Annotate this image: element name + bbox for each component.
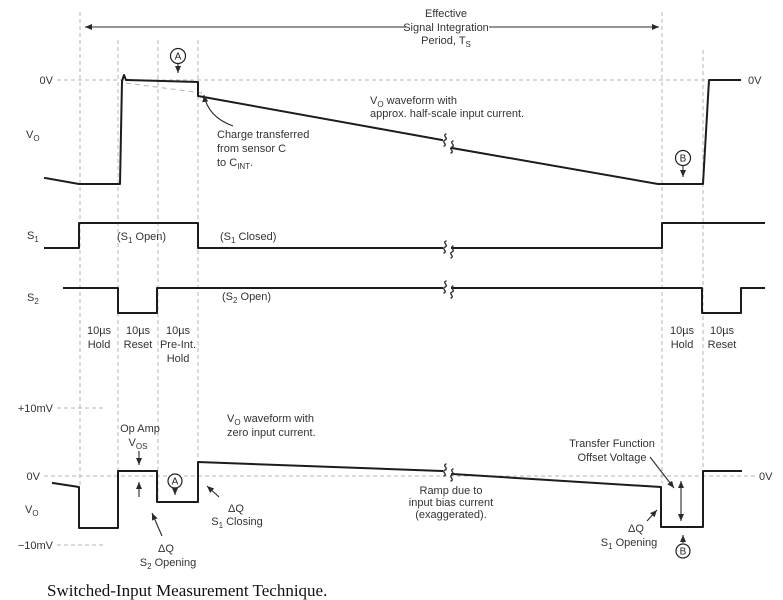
timing-reset2-line2: Reset — [708, 339, 737, 351]
break-vo-bottom-2 — [450, 468, 454, 482]
header-signal-integration: Signal Integration — [403, 22, 489, 34]
refline-zero-input-diagonal — [125, 82, 203, 94]
label-s2-open: (S2 Open) — [222, 291, 271, 305]
label-minus10mv: −10mV — [18, 540, 54, 552]
label-0v-top-right: 0V — [748, 75, 762, 87]
timing-reset1-line2: Reset — [124, 339, 153, 351]
charge-transfer-arrow — [202, 94, 234, 127]
s1-waveform — [44, 222, 765, 249]
annotation-arrows — [136, 94, 684, 537]
annotation-transfer-offset-line1: Transfer Function — [569, 438, 655, 450]
point-a-bottom-label: A — [172, 477, 179, 488]
dq-s2-opening-arrow — [151, 512, 163, 537]
annotation-opamp-line2: VOS — [129, 437, 148, 451]
vo-top-waveform — [43, 74, 741, 185]
header-period-ts: Period, TS — [421, 35, 471, 49]
break-vo-bottom — [443, 463, 447, 477]
point-b-top-circle — [674, 149, 692, 167]
label-s2: S2 — [27, 292, 39, 306]
gridlines — [44, 12, 755, 546]
annotation-half-scale-line1: VO waveform with — [370, 95, 457, 109]
break-s1 — [443, 240, 447, 254]
dq-s1-closing-arrow — [206, 485, 220, 498]
label-vo-bottom: VO — [25, 504, 39, 518]
label-0v-bottom-left: 0V — [27, 471, 41, 483]
point-b-top-label: B — [680, 154, 687, 165]
timing-hold1-line2: Hold — [88, 339, 111, 351]
annotation-transfer-offset-line2: Offset Voltage — [578, 452, 647, 464]
timing-hold2-line2: Hold — [671, 339, 694, 351]
timing-hold2-line1: 10µs — [670, 325, 695, 337]
timing-reset2-line1: 10µs — [710, 325, 735, 337]
annotation-dq-s1-opening-line2: S1 Opening — [601, 537, 657, 551]
annotation-dq-s2-opening-line1: ΔQ — [158, 543, 174, 555]
labels: Effective Signal Integration Period, TS … — [18, 8, 773, 600]
transfer-offset-arrow — [649, 456, 675, 489]
annotation-ramp-line2: input bias current — [409, 497, 493, 509]
label-vo-top: VO — [26, 129, 40, 143]
point-a-top-circle — [169, 47, 187, 65]
point-b-bottom-circle — [675, 543, 691, 559]
axis-breaks — [443, 133, 454, 482]
annotation-charge-line2: from sensor C — [217, 143, 286, 155]
break-vo-top — [443, 133, 447, 147]
waveforms — [43, 74, 765, 529]
label-s1: S1 — [27, 230, 39, 244]
annotation-dq-s2-opening-line2: S2 Opening — [140, 557, 196, 571]
label-0v-bottom-right: 0V — [759, 471, 773, 483]
timing-hold1-line1: 10µs — [87, 325, 112, 337]
annotation-dq-s1-closing-line2: S1 Closing — [211, 516, 263, 530]
annotation-ramp-line1: Ramp due to — [420, 485, 483, 497]
label-plus10mv: +10mV — [18, 403, 54, 415]
break-vo-top-2 — [450, 140, 454, 154]
point-a-top-label: A — [175, 52, 182, 63]
timing-preint-line1: 10µs — [166, 325, 191, 337]
label-s1-closed: (S1 Closed) — [220, 231, 276, 245]
annotation-dq-s1-opening-line1: ΔQ — [628, 523, 644, 535]
circled-point-markers: A B A B — [167, 47, 692, 559]
annotation-half-scale-line2: approx. half-scale input current. — [370, 108, 524, 120]
annotation-charge-line1: Charge transferred — [217, 129, 309, 141]
annotation-charge-line3: to CINT. — [217, 157, 253, 171]
point-b-bottom-label: B — [680, 547, 687, 558]
dq-s1-opening-arrow — [646, 509, 658, 522]
label-s1-open: (S1 Open) — [117, 231, 166, 245]
label-0v-top-left: 0V — [40, 75, 54, 87]
header-effective: Effective — [425, 8, 467, 20]
annotation-zero-input-line1: VO waveform with — [227, 413, 314, 427]
timing-reset1-line1: 10µs — [126, 325, 151, 337]
annotation-dq-s1-closing-line1: ΔQ — [228, 503, 244, 515]
timing-preint-line2: Pre-Int. — [160, 339, 196, 351]
break-s2 — [443, 280, 447, 294]
annotation-ramp-line3: (exaggerated). — [415, 509, 487, 521]
annotation-zero-input-line2: zero input current. — [227, 427, 316, 439]
vo-bottom-waveform — [51, 461, 742, 529]
timing-preint-line3: Hold — [167, 353, 190, 365]
figure-caption: Switched-Input Measurement Technique. — [47, 581, 327, 600]
annotation-opamp-line1: Op Amp — [120, 423, 160, 435]
s2-waveform — [63, 287, 765, 314]
